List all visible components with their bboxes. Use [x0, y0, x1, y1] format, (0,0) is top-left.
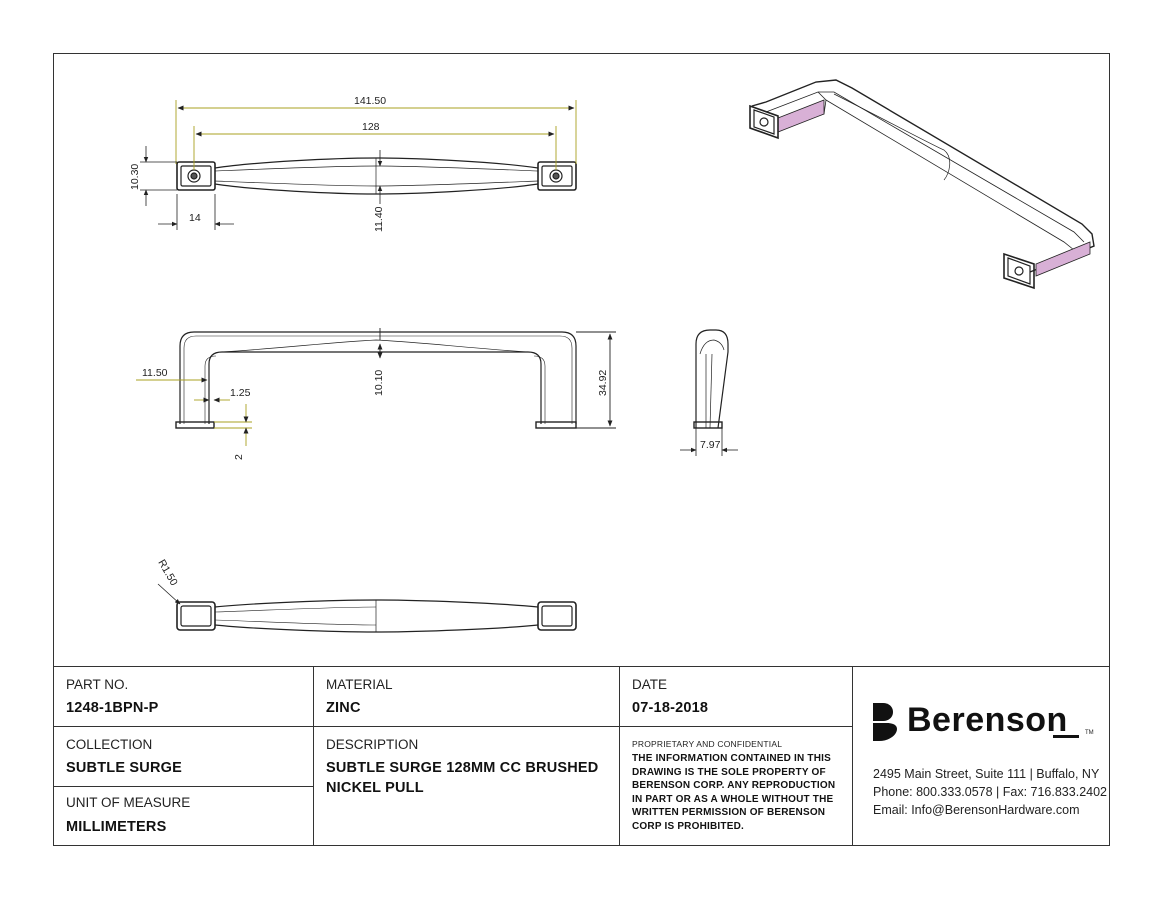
dim-radius: R1.50: [155, 558, 179, 588]
side-view: [693, 329, 729, 429]
material-label: MATERIAL: [326, 677, 393, 692]
trademark-mark: TM: [1085, 730, 1094, 736]
dim-foot-recess: 1.25: [230, 387, 251, 399]
berenson-logo-mark-icon: [873, 703, 897, 741]
collection-value: SUBTLE SURGE: [66, 760, 182, 776]
dim-projection: 34.92: [597, 370, 609, 396]
dim-overall-length: 141.50: [354, 95, 386, 107]
confidential-heading: PROPRIETARY AND CONFIDENTIAL: [632, 739, 783, 749]
date-label: DATE: [632, 677, 668, 692]
top-view-height-dims: [140, 146, 383, 230]
description-label: DESCRIPTION: [326, 737, 419, 752]
dim-foot-height: 10.30: [129, 164, 141, 190]
dim-side-width: 7.97: [700, 439, 721, 451]
confidential-cell: PROPRIETARY AND CONFIDENTIAL THE INFORMA…: [620, 727, 853, 846]
isometric-view: [749, 79, 1095, 290]
uom-label: UNIT OF MEASURE: [66, 795, 191, 810]
company-phone: Phone: 800.333.0578 | Fax: 716.833.2402: [873, 785, 1107, 799]
company-name: Berenson: [907, 701, 1068, 739]
dim-foot-offset: 11.50: [142, 367, 168, 379]
drawing-sheet: 141.50 128 10.30 14 11.40 10.10 34.92 11…: [53, 53, 1110, 846]
material-cell: MATERIAL ZINC: [314, 667, 620, 727]
top-view: [176, 157, 577, 195]
part-no-label: PART NO.: [66, 677, 129, 692]
collection-label: COLLECTION: [66, 737, 153, 752]
uom-value: MILLIMETERS: [66, 819, 167, 835]
front-view-dims: [136, 328, 616, 446]
radius-leader: [157, 583, 181, 605]
date-cell: DATE 07-18-2018: [620, 667, 853, 727]
date-value: 07-18-2018: [632, 700, 709, 716]
company-address: 2495 Main Street, Suite 111 | Buffalo, N…: [873, 767, 1100, 781]
dim-grip-thickness: 10.10: [373, 370, 385, 396]
brand-underline: [1053, 735, 1079, 738]
title-block: PART NO. 1248-1BPN-P COLLECTION SUBTLE S…: [54, 666, 1109, 846]
dim-grip-width: 11.40: [373, 206, 385, 232]
bottom-view: [176, 599, 577, 633]
description-line2: NICKEL PULL: [326, 780, 424, 796]
collection-cell: COLLECTION SUBTLE SURGE: [54, 727, 314, 787]
company-cell: Berenson TM 2495 Main Street, Suite 111 …: [853, 667, 1109, 846]
material-value: ZINC: [326, 700, 361, 716]
top-view-dimensions: [175, 100, 577, 170]
company-email[interactable]: Email: Info@BerensonHardware.com: [873, 803, 1080, 817]
technical-drawing: 141.50 128 10.30 14 11.40 10.10 34.92 11…: [129, 79, 1095, 633]
dim-foot-width: 14: [189, 212, 201, 224]
description-line1: SUBTLE SURGE 128MM CC BRUSHED: [326, 760, 599, 776]
front-view: [175, 331, 577, 429]
description-cell: DESCRIPTION SUBTLE SURGE 128MM CC BRUSHE…: [314, 727, 620, 846]
part-no-value: 1248-1BPN-P: [66, 700, 159, 716]
dim-base-step: 2: [233, 454, 245, 460]
side-view-dims: [680, 428, 738, 456]
part-no-cell: PART NO. 1248-1BPN-P: [54, 667, 314, 727]
uom-cell: UNIT OF MEASURE MILLIMETERS: [54, 787, 314, 846]
dim-center-to-center: 128: [362, 121, 380, 133]
confidential-text: THE INFORMATION CONTAINED IN THIS DRAWIN…: [632, 753, 836, 832]
